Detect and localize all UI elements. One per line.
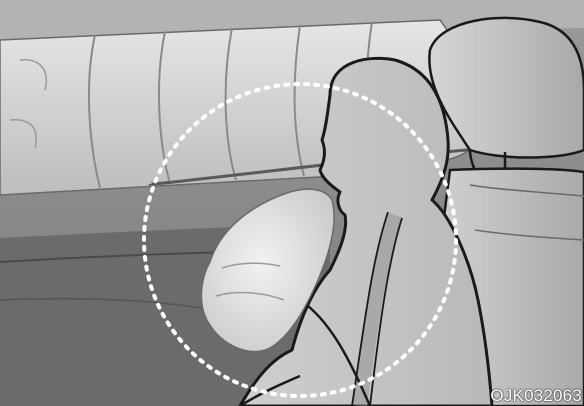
figure-code: OJK032063 [490,386,582,406]
